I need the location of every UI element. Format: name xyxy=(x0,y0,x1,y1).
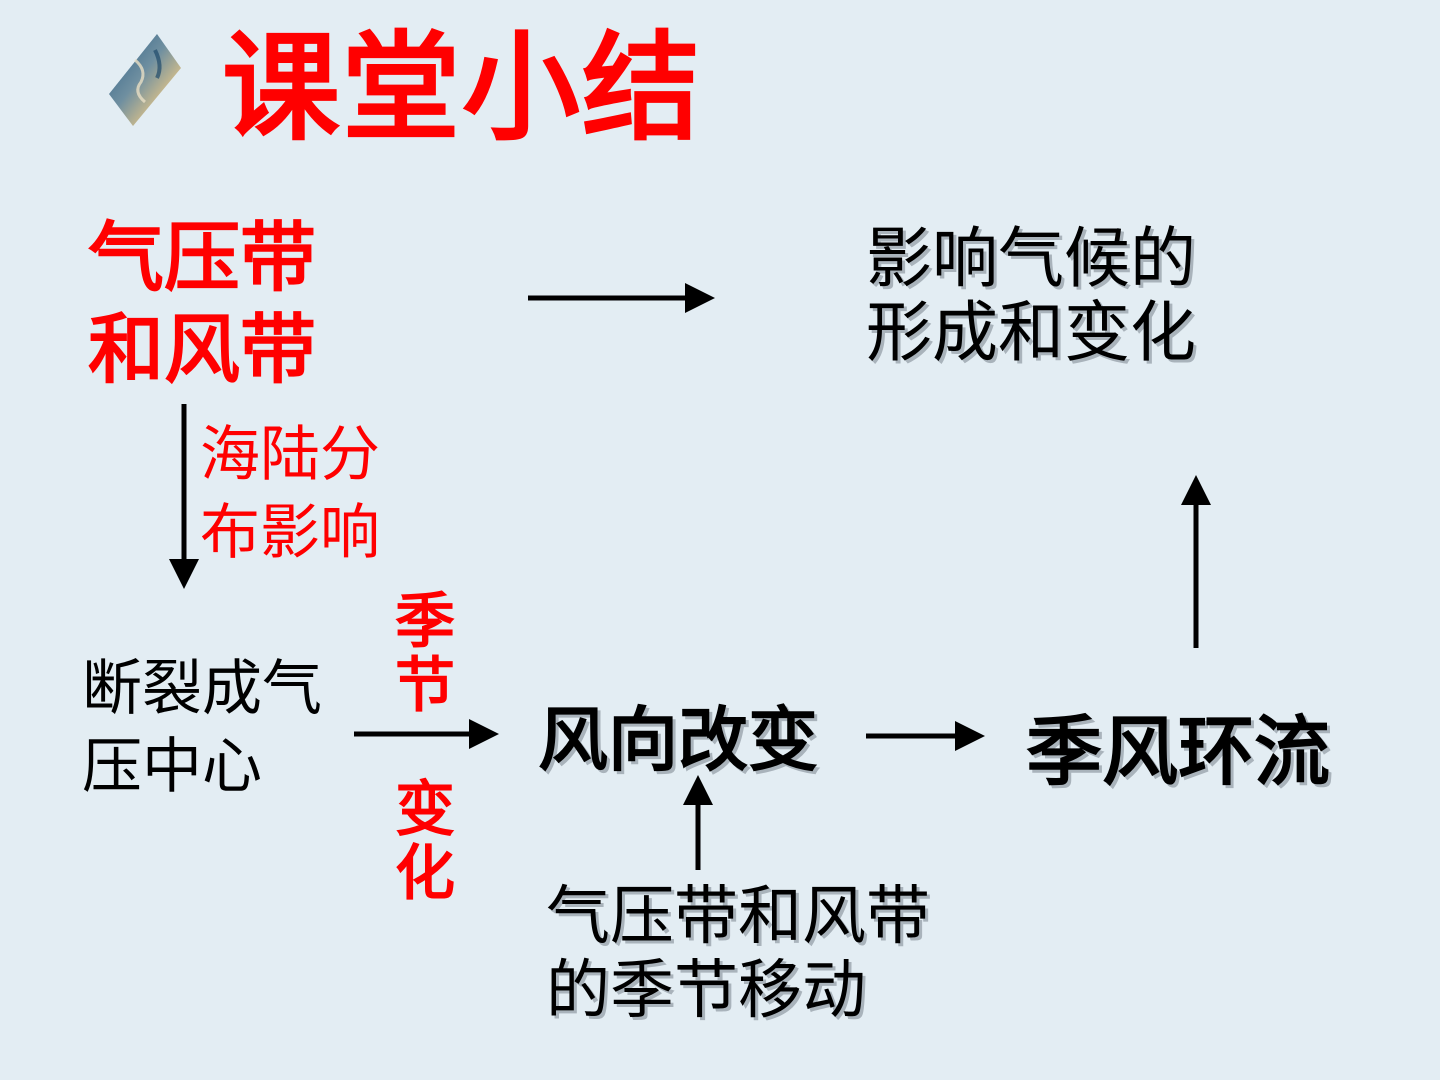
node-climate-formation-line-2: 形成和变化 xyxy=(866,296,1196,370)
label-seasonal-change-top: 季节 xyxy=(390,590,460,718)
node-pressure-wind-belts-line-1: 气压带 xyxy=(88,212,316,304)
node-monsoon-circulation: 季风环流 xyxy=(1026,708,1330,796)
node-wind-direction-change: 风向改变 xyxy=(538,698,818,782)
node-pressure-centers-line-1: 断裂成气 xyxy=(82,650,322,728)
node-seasonal-belt-movement-line-1: 气压带和风带 xyxy=(546,880,930,954)
node-pressure-centers-line-2: 压中心 xyxy=(82,728,322,806)
label-land-sea-influence: 海陆分 布影响 xyxy=(200,416,380,572)
node-seasonal-belt-movement-line-2: 的季节移动 xyxy=(546,954,930,1028)
label-land-sea-influence-line-2: 布影响 xyxy=(200,494,380,572)
node-climate-formation: 影响气候的 形成和变化 xyxy=(866,222,1196,370)
label-seasonal-change-bottom: 变化 xyxy=(390,778,460,906)
label-land-sea-influence-line-1: 海陆分 xyxy=(200,416,380,494)
node-seasonal-belt-movement: 气压带和风带 的季节移动 xyxy=(546,880,930,1028)
node-climate-formation-line-1: 影响气候的 xyxy=(866,222,1196,296)
node-pressure-centers: 断裂成气 压中心 xyxy=(82,650,322,806)
node-pressure-wind-belts-line-2: 和风带 xyxy=(88,304,316,396)
node-pressure-wind-belts: 气压带 和风带 xyxy=(88,212,316,396)
